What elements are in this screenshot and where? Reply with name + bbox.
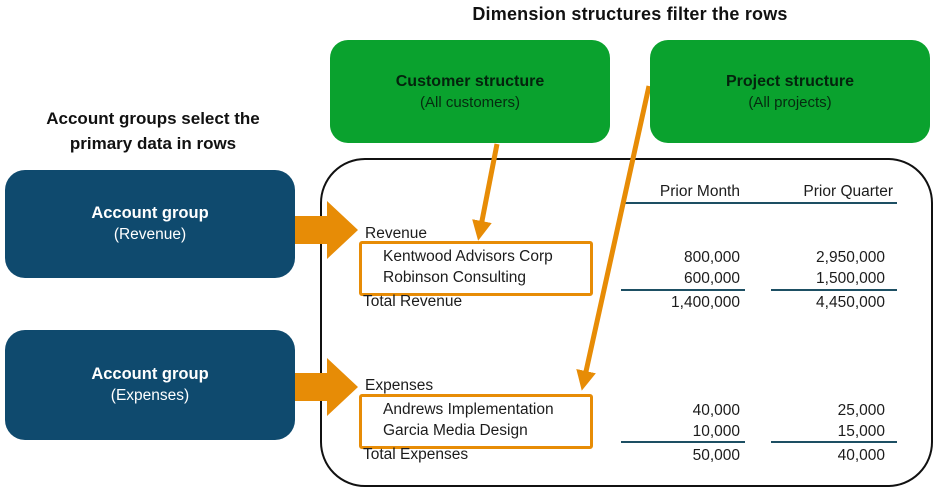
account-group-revenue-box: Account group (Revenue) xyxy=(5,170,295,278)
account-group-revenue-title: Account group xyxy=(91,204,209,222)
row-andrews-prior-month: 40,000 xyxy=(692,402,740,419)
row-name-robinson: Robinson Consulting xyxy=(383,269,527,286)
expenses-total-underline-month xyxy=(621,441,745,443)
section-label-expenses: Expenses xyxy=(365,377,434,394)
total-expenses-prior-quarter: 40,000 xyxy=(837,447,885,464)
caption-line-2: primary data in rows xyxy=(69,134,237,153)
account-group-expenses-box: Account group (Expenses) xyxy=(5,330,295,440)
customer-structure-box: Customer structure (All customers) xyxy=(330,40,610,143)
account-group-expenses-subtitle: (Expenses) xyxy=(110,387,190,404)
diagram-title: Dimension structures filter the rows xyxy=(472,4,788,24)
total-expenses-prior-month: 50,000 xyxy=(692,447,740,464)
project-structure-box: Project structure (All projects) xyxy=(650,40,930,143)
expenses-total-underline-quarter xyxy=(771,441,897,443)
caption-line-1: Account groups select the xyxy=(46,109,260,128)
row-name-andrews: Andrews Implementation xyxy=(383,401,554,418)
total-revenue-prior-month: 1,400,000 xyxy=(671,294,740,311)
row-kentwood-prior-month: 800,000 xyxy=(683,249,740,266)
row-andrews-prior-quarter: 25,000 xyxy=(837,402,885,419)
row-name-garcia: Garcia Media Design xyxy=(383,422,528,439)
revenue-total-underline-month xyxy=(621,289,745,291)
header-underline xyxy=(621,202,897,204)
account-group-revenue-subtitle: (Revenue) xyxy=(113,226,187,243)
row-garcia-prior-month: 10,000 xyxy=(692,423,740,440)
section-label-revenue: Revenue xyxy=(365,225,428,242)
total-expenses-label: Total Expenses xyxy=(363,446,469,463)
revenue-total-underline-quarter xyxy=(771,289,897,291)
row-robinson-prior-quarter: 1,500,000 xyxy=(816,270,885,287)
row-robinson-prior-month: 600,000 xyxy=(683,270,740,287)
account-group-expenses-title: Account group xyxy=(91,365,209,383)
customer-structure-title: Customer structure xyxy=(395,72,545,90)
project-structure-title: Project structure xyxy=(725,72,855,90)
project-structure-subtitle: (All projects) xyxy=(748,93,832,111)
customer-structure-subtitle: (All customers) xyxy=(419,93,520,111)
row-garcia-prior-quarter: 15,000 xyxy=(837,423,885,440)
account-groups-caption: Account groups select the primary data i… xyxy=(8,106,298,156)
total-revenue-prior-quarter: 4,450,000 xyxy=(816,294,885,311)
row-kentwood-prior-quarter: 2,950,000 xyxy=(816,249,885,266)
total-revenue-label: Total Revenue xyxy=(363,293,463,310)
row-name-kentwood: Kentwood Advisors Corp xyxy=(383,248,553,265)
expenses-rows-highlight xyxy=(359,394,593,449)
column-header-prior-quarter: Prior Quarter xyxy=(803,183,893,200)
column-header-prior-month: Prior Month xyxy=(659,183,740,200)
